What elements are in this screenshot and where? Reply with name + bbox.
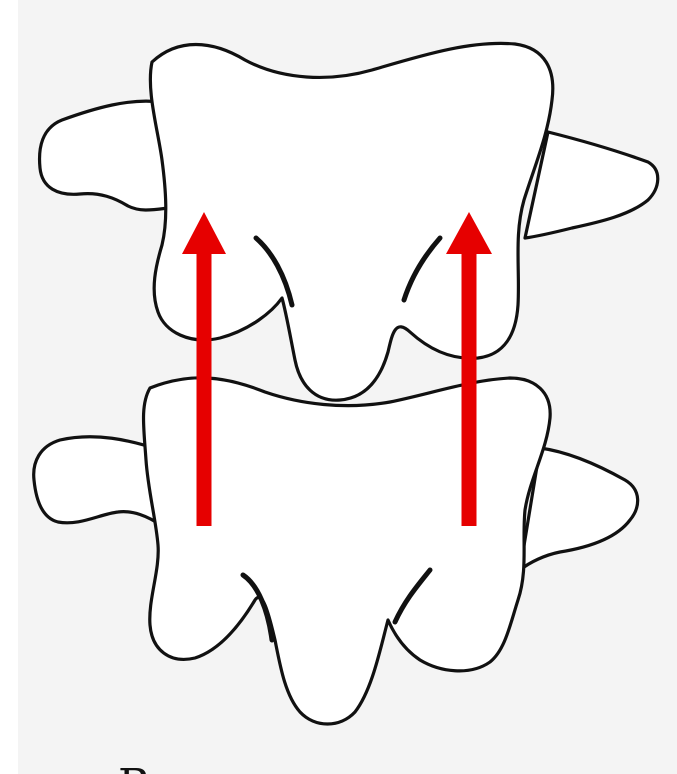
lower-left-transverse-process [34,437,162,526]
caption-fragment: B [118,760,150,774]
